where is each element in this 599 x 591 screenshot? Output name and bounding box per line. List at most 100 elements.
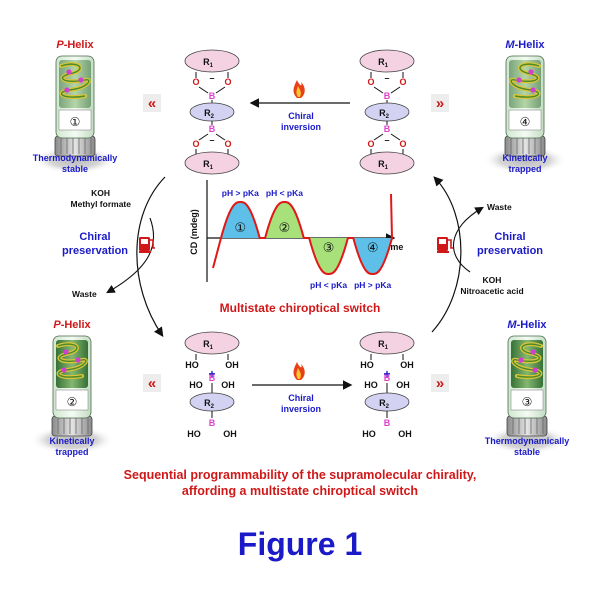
figure-label: Figure 1 <box>238 526 362 562</box>
cd-peak-number-4: ④ <box>367 240 379 255</box>
svg-text:R2: R2 <box>379 108 390 120</box>
caption-top-right-2: trapped <box>508 164 541 174</box>
vial-top-left: P-Helix ① Thermodynamically stable <box>32 39 118 175</box>
cd-peak-label-3: pH < pKa <box>310 280 347 290</box>
svg-text:R2: R2 <box>204 108 215 120</box>
svg-text:Chiral: Chiral <box>494 231 525 243</box>
chart-caption: Multistate chiroptical switch <box>220 301 381 315</box>
svg-text:R1: R1 <box>203 339 214 351</box>
svg-text:–: – <box>384 73 389 83</box>
molecule-bottom-left: R1 HO OH + HO B OH R2 B HO OH <box>184 331 240 439</box>
summary-line-1: Sequential programmability of the supram… <box>124 468 477 482</box>
right-chiral-preservation: Waste Chiral preservation KOH Nitroaceti… <box>431 176 543 333</box>
molecule-top-right: R1 O O – B R2 B O O – R1 <box>359 49 415 175</box>
svg-text:HO: HO <box>360 360 374 370</box>
cd-trace <box>212 193 394 276</box>
double-arrow-badges: « » « » <box>143 94 449 392</box>
caption-bottom-right-1: Thermodynamically <box>485 436 570 446</box>
helix-title-bottom-right: M-Helix <box>507 319 547 331</box>
top-chiral-inversion: Chiral inversion <box>249 80 350 132</box>
svg-text:OH: OH <box>398 429 412 439</box>
svg-text:Waste: Waste <box>72 289 97 299</box>
molecule-top-left: R1 O O – B R2 B O O – R1 <box>184 49 240 175</box>
svg-text:R1: R1 <box>203 159 214 171</box>
svg-text:R2: R2 <box>379 398 390 410</box>
svg-text:Chiral: Chiral <box>79 231 110 243</box>
svg-text:HO: HO <box>189 380 203 390</box>
svg-text:HO: HO <box>185 360 199 370</box>
caption-bottom-left-1: Kinetically <box>49 436 94 446</box>
cd-peak-number-3: ③ <box>323 240 335 255</box>
svg-text:Chiral: Chiral <box>288 393 314 403</box>
svg-text:Methyl formate: Methyl formate <box>71 199 132 209</box>
svg-text:OH: OH <box>225 360 239 370</box>
double-left-arrow-top: « <box>148 95 156 112</box>
svg-text:O: O <box>399 139 406 149</box>
helix-title-top-right: M-Helix <box>505 39 545 51</box>
helix-title-top-left: P-Helix <box>56 39 94 51</box>
svg-text:O: O <box>224 139 231 149</box>
svg-text:O: O <box>367 139 374 149</box>
svg-text:–: – <box>209 73 214 83</box>
svg-text:KOH: KOH <box>483 275 502 285</box>
svg-text:B: B <box>384 373 391 383</box>
svg-text:B: B <box>209 418 216 428</box>
cd-peak-label-2: pH < pKa <box>266 188 303 198</box>
svg-text:O: O <box>192 77 199 87</box>
svg-text:B: B <box>209 373 216 383</box>
state-number-top-left: ① <box>70 115 81 129</box>
svg-text:HO: HO <box>187 429 201 439</box>
svg-text:R1: R1 <box>378 159 389 171</box>
vial-bottom-left: P-Helix ② Kinetically trapped <box>29 319 115 457</box>
molecule-bottom-right: R1 HO OH + HO B OH R2 B HO OH <box>359 331 415 439</box>
svg-text:Chiral: Chiral <box>288 111 314 121</box>
svg-text:KOH: KOH <box>91 188 110 198</box>
cd-chart: CD (mdeg) Time ① pH > pKa ② pH < pKa ③ pH < p… <box>189 180 403 315</box>
svg-text:B: B <box>384 124 391 134</box>
svg-text:OH: OH <box>396 380 410 390</box>
svg-text:–: – <box>384 135 389 145</box>
svg-text:inversion: inversion <box>281 122 321 132</box>
state-number-bottom-right: ③ <box>522 395 533 409</box>
vial-top-right: M-Helix ④ Kinetically trapped <box>482 39 568 175</box>
svg-text:B: B <box>384 91 391 101</box>
svg-text:Nitroacetic acid: Nitroacetic acid <box>460 286 523 296</box>
helix-title-bottom-left: P-Helix <box>53 319 91 331</box>
svg-text:+: + <box>208 367 215 381</box>
svg-text:O: O <box>192 139 199 149</box>
y-axis-label: CD (mdeg) <box>189 209 199 255</box>
caption-top-left-2: stable <box>62 164 88 174</box>
svg-text:B: B <box>384 418 391 428</box>
svg-text:Waste: Waste <box>487 202 512 212</box>
svg-text:R2: R2 <box>204 398 215 410</box>
svg-text:preservation: preservation <box>477 245 543 257</box>
bottom-chiral-inversion: Chiral inversion <box>252 362 353 414</box>
double-left-arrow-bottom: « <box>148 375 156 392</box>
svg-text:O: O <box>399 77 406 87</box>
x-axis-label: Time <box>383 242 404 252</box>
summary-line-2: affording a multistate chiroptical switc… <box>182 484 418 498</box>
svg-text:HO: HO <box>362 429 376 439</box>
left-chiral-preservation: KOH Methyl formate Chiral preservation W… <box>62 176 166 337</box>
svg-text:preservation: preservation <box>62 245 128 257</box>
svg-text:R1: R1 <box>203 57 214 69</box>
svg-text:O: O <box>224 77 231 87</box>
caption-bottom-right-2: stable <box>514 447 540 457</box>
svg-text:OH: OH <box>400 360 414 370</box>
double-right-arrow-top: » <box>436 95 444 112</box>
cd-peak-label-4: pH > pKa <box>354 280 391 290</box>
cd-peak-number-1: ① <box>235 220 247 235</box>
cd-peak-number-2: ② <box>279 220 291 235</box>
svg-text:B: B <box>209 91 216 101</box>
svg-text:R1: R1 <box>378 57 389 69</box>
svg-text:inversion: inversion <box>281 404 321 414</box>
state-number-top-right: ④ <box>520 115 531 129</box>
svg-text:–: – <box>209 135 214 145</box>
state-number-bottom-left: ② <box>67 395 78 409</box>
svg-text:R1: R1 <box>378 339 389 351</box>
svg-text:+: + <box>383 367 390 381</box>
vial-bottom-right: M-Helix ③ Thermodynamically stable <box>484 319 570 457</box>
caption-bottom-left-2: trapped <box>55 447 88 457</box>
svg-text:OH: OH <box>223 429 237 439</box>
